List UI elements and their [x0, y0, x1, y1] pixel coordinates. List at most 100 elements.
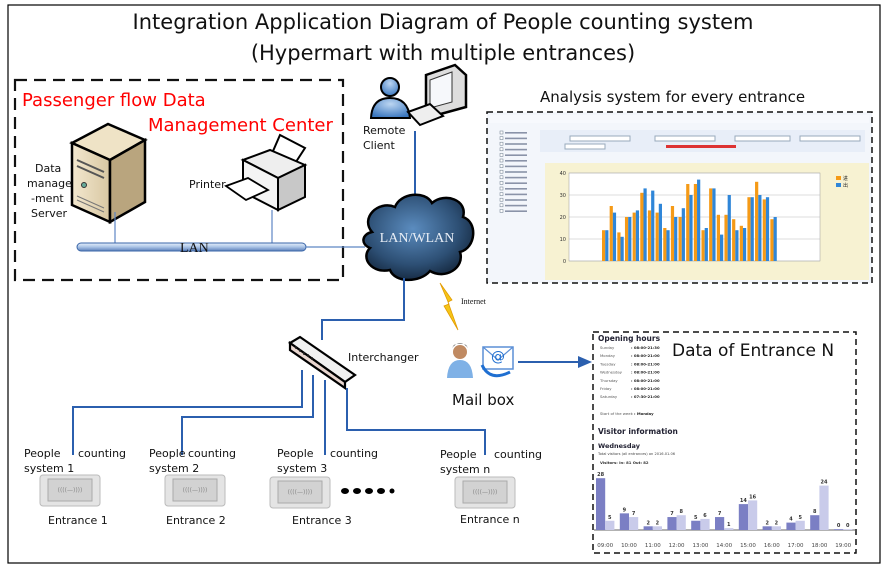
entrance-chart-bar [748, 500, 758, 530]
printer-label: Printer [189, 178, 226, 191]
entrance-chart-bar [676, 515, 686, 530]
analysis-ytick-label: 30 [560, 193, 566, 199]
opening-hours-time: : 08:00-21:00 [631, 370, 660, 375]
analysis-bar [693, 184, 698, 261]
entrance-chart-value-label: 7 [632, 511, 636, 517]
cloud-label: LAN/WLAN [380, 231, 455, 246]
switch-system2-link [181, 375, 314, 455]
analysis-bar [701, 230, 705, 261]
entrance-chart-value-label: 2 [775, 520, 779, 526]
entrance-chart-value-label: 16 [749, 494, 756, 500]
analysis-bar [686, 184, 690, 261]
analysis-bar [620, 236, 624, 261]
total-visitors-line: Total visitors (all entrances) on 2016.0… [597, 452, 676, 456]
entrance-chart-value-label: 5 [798, 515, 802, 521]
analysis-bar [658, 203, 662, 261]
people-counting-label: People [440, 448, 477, 461]
analysis-bar [765, 197, 770, 261]
entrance-name: Entrance 3 [292, 514, 352, 527]
opening-hours-day: Friday [600, 386, 612, 391]
analysis-ytick-label: 0 [563, 259, 566, 265]
analysis-bar [609, 206, 613, 261]
switch-system1-link [72, 370, 303, 455]
opening-hours-time: : 08:00-21:00 [631, 353, 660, 358]
analysis-bar [681, 208, 685, 261]
opening-hours-day: Sunday [600, 345, 615, 350]
entrance-name: Entrance 1 [48, 514, 108, 527]
entrance-chart-bar [643, 526, 653, 530]
analysis-bar [697, 179, 701, 261]
entrance-chart-bar [834, 529, 844, 530]
analysis-ytick-label: 10 [560, 237, 566, 243]
entrance-chart-value-label: 0 [837, 523, 841, 529]
internet-label: Internet [461, 297, 487, 306]
tree-menu-checkbox [499, 153, 504, 157]
entrance-chart-bar [843, 529, 853, 530]
entrance-chart-value-label: 7 [670, 511, 674, 517]
tree-menu-item [505, 171, 527, 173]
server-label-1: Data [35, 162, 61, 175]
analysis-bar [647, 210, 652, 261]
tree-menu-item [505, 137, 527, 140]
opening-hours-title: Opening hours [598, 334, 661, 343]
lan-label: LAN [180, 241, 209, 256]
entrance-chart-category-label: 17:00 [788, 543, 804, 549]
analysis-bar [724, 214, 728, 261]
analysis-bar [742, 228, 747, 261]
analysis-bar [605, 230, 609, 261]
tree-menu-item [505, 188, 527, 190]
people-counter-sensor [277, 480, 323, 504]
tree-menu-checkbox [499, 130, 504, 135]
entrance-chart-value-label: 6 [703, 513, 707, 519]
remote-client-label-1: Remote [363, 124, 406, 137]
analysis-bar [689, 195, 693, 261]
interchanger-switch-icon [287, 335, 357, 391]
analysis-bar [678, 217, 682, 261]
tree-menu-checkbox [499, 175, 504, 180]
analysis-bar [719, 234, 724, 261]
tree-menu-item [505, 154, 527, 156]
entrance-chart-value-label: 24 [821, 480, 828, 486]
analysis-bar [716, 214, 720, 261]
entrance-chart-category-label: 19:00 [835, 543, 851, 549]
tree-menu-item [505, 193, 527, 196]
analysis-bar [628, 217, 632, 261]
analysis-bar [762, 199, 766, 261]
opening-hours-time: : 08:00-21:00 [631, 378, 660, 383]
arrow-head-icon [578, 356, 592, 368]
entrance-chart-bar [724, 528, 734, 530]
entrance-chart-category-label: 09:00 [597, 543, 613, 549]
tree-menu-item [505, 204, 527, 207]
entrance-chart-value-label: 2 [765, 520, 769, 526]
sensor-wave-icon: ((((—)))) [183, 487, 208, 494]
analysis-bar [643, 188, 647, 261]
switch-systemn-link [346, 388, 486, 455]
analysis-bar [624, 217, 629, 261]
internet-lightning-icon [439, 282, 459, 331]
entrance-chart-value-label: 5 [608, 515, 612, 521]
opening-hours-time: : 08:00-21:00 [631, 386, 660, 391]
more-entrances-dots [341, 488, 395, 494]
sensor-wave-icon: ((((—)))) [473, 489, 498, 496]
entrance-chart-bar [786, 522, 796, 530]
entrance-chart-bar [819, 485, 829, 530]
svg-text:@: @ [491, 349, 505, 365]
tree-menu-item [505, 210, 527, 212]
printer-icon [224, 133, 308, 212]
tree-menu-checkbox [499, 197, 504, 202]
analysis-bar [755, 181, 759, 261]
analysis-ytick-label: 40 [560, 171, 566, 177]
entrance-chart-bar [596, 478, 606, 530]
opening-hours-time: : 08:00-21:30 [631, 345, 660, 350]
entrance-chart-value-label: 8 [813, 509, 817, 515]
entrance-chart-value-label: 2 [646, 520, 650, 526]
people-counting-system-label: system 3 [277, 462, 327, 475]
tree-menu-checkbox [499, 181, 504, 185]
server-label-3: -ment [31, 192, 64, 205]
start-of-week-label: Start of the week [600, 411, 634, 416]
